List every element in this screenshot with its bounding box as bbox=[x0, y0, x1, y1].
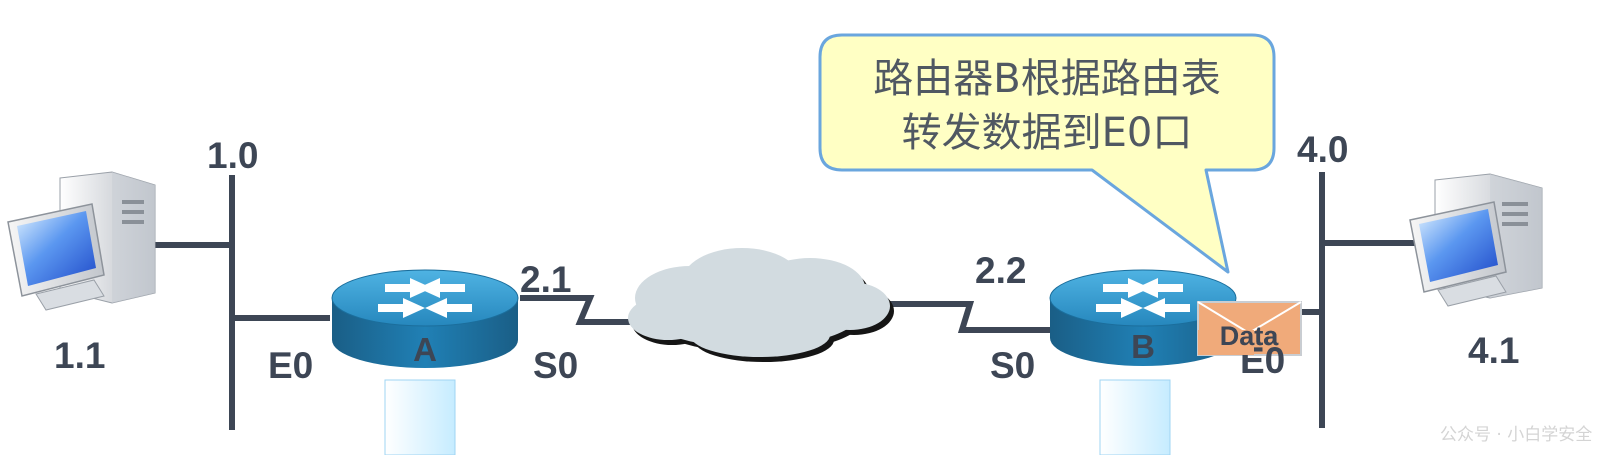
router-b-s0-label: S0 bbox=[990, 345, 1035, 386]
router-a-queue-bar bbox=[384, 379, 456, 455]
left-host-address: 1.1 bbox=[54, 335, 105, 376]
right-host-computer-icon bbox=[1409, 173, 1543, 307]
router-a-s0-address: 2.1 bbox=[520, 259, 571, 300]
watermark-text: 公众号 · 小白学安全 bbox=[1440, 425, 1592, 445]
serial-link-b bbox=[882, 301, 1050, 333]
envelope-occluder bbox=[1198, 330, 1254, 355]
router-a-s0-label: S0 bbox=[533, 345, 578, 386]
serial-link-a bbox=[520, 295, 650, 325]
wan-cloud-icon bbox=[628, 248, 894, 362]
right-network-label: 4.0 bbox=[1297, 129, 1348, 170]
router-a-icon bbox=[331, 269, 519, 368]
router-b-icon bbox=[1049, 269, 1237, 366]
right-host-address: 4.1 bbox=[1468, 330, 1519, 371]
data-packet-label-front: Data bbox=[1220, 321, 1280, 351]
left-network-label: 1.0 bbox=[207, 135, 258, 176]
callout-text-line2: 转发数据到E0口 bbox=[902, 110, 1193, 156]
router-b-queue-bar bbox=[1099, 379, 1171, 455]
callout-text-line1: 路由器B根据路由表 bbox=[873, 56, 1220, 102]
router-a-e0-label: E0 bbox=[268, 345, 313, 386]
router-b-name: B bbox=[1131, 328, 1155, 365]
router-b-s0-address: 2.2 bbox=[975, 250, 1026, 291]
callout-bubble bbox=[818, 33, 1276, 274]
left-host-computer-icon bbox=[7, 171, 156, 311]
router-a-name: A bbox=[413, 331, 437, 368]
